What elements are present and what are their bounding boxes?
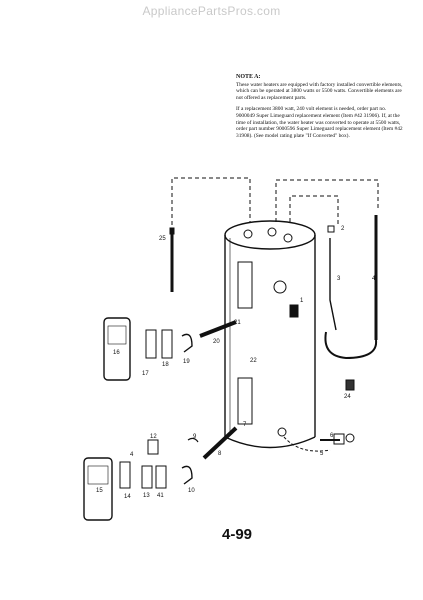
callout-22: 22 — [250, 358, 257, 364]
part-12 — [147, 439, 159, 455]
callout-18: 18 — [162, 362, 169, 368]
upper-switch — [161, 329, 173, 359]
top-fitting-1 — [243, 229, 253, 239]
callout-41: 41 — [157, 493, 164, 499]
tube-3 — [329, 238, 337, 331]
note-paragraph-1: These water heaters are equipped with fa… — [236, 81, 403, 101]
callout-16: 16 — [113, 350, 120, 356]
callout-1: 1 — [300, 298, 304, 304]
callout-3: 3 — [337, 276, 341, 282]
callout-19: 19 — [183, 359, 190, 365]
note-a: NOTE A: These water heaters are equipped… — [236, 74, 406, 144]
watermark: AppliancePartsPros.com — [142, 4, 281, 18]
part-9 — [187, 437, 199, 443]
callout-20: 20 — [213, 339, 220, 345]
callout-4b: 4 — [130, 452, 134, 458]
lower-access-opening — [237, 377, 253, 425]
top-fitting-3 — [283, 233, 293, 243]
callout-8: 8 — [218, 451, 222, 457]
drain-valve-body — [333, 433, 345, 445]
part-41 — [155, 465, 167, 489]
dashed-leader-left — [171, 177, 251, 232]
part-24 — [345, 379, 355, 391]
lower-bracket — [181, 465, 193, 485]
lower-element — [202, 426, 238, 460]
callout-5: 5 — [320, 451, 324, 457]
callout-17: 17 — [142, 371, 149, 377]
upper-bracket — [181, 333, 193, 353]
lower-access-cover — [83, 457, 113, 521]
callout-25: 25 — [159, 236, 166, 242]
water-heater-tank — [224, 220, 316, 449]
flex-line — [324, 331, 378, 360]
drain-port — [277, 427, 287, 437]
callout-9: 9 — [193, 434, 197, 440]
callout-12: 12 — [150, 434, 157, 440]
part-6 — [345, 433, 355, 443]
callout-4: 4 — [372, 276, 376, 282]
lower-thermostat — [119, 461, 131, 489]
callout-15: 15 — [96, 488, 103, 494]
dashed-leader-mid — [289, 195, 339, 226]
callout-21: 21 — [234, 320, 241, 326]
callout-7: 7 — [243, 422, 247, 428]
page-number: 4-99 — [222, 526, 253, 543]
upper-access-opening — [237, 261, 253, 309]
note-title: NOTE A: — [236, 74, 261, 80]
dashed-leader-drain — [283, 436, 331, 452]
upper-thermostat — [145, 329, 157, 359]
upper-access-cover — [103, 317, 131, 381]
callout-24: 24 — [344, 394, 351, 400]
part-13 — [141, 465, 153, 489]
dip-tube — [169, 227, 175, 292]
note-paragraph-2: If a replacement 3800 watt, 240 volt ele… — [236, 106, 403, 139]
callout-13: 13 — [143, 493, 150, 499]
callout-10: 10 — [188, 488, 195, 494]
top-fitting-2 — [267, 227, 277, 237]
fitting-2 — [327, 225, 335, 233]
relief-valve-port — [273, 280, 287, 294]
callout-2: 2 — [341, 226, 345, 232]
upper-element — [199, 320, 237, 338]
callout-6: 6 — [330, 433, 334, 439]
relief-valve — [289, 304, 299, 318]
dashed-leader-right — [275, 179, 379, 222]
callout-14: 14 — [124, 494, 131, 500]
